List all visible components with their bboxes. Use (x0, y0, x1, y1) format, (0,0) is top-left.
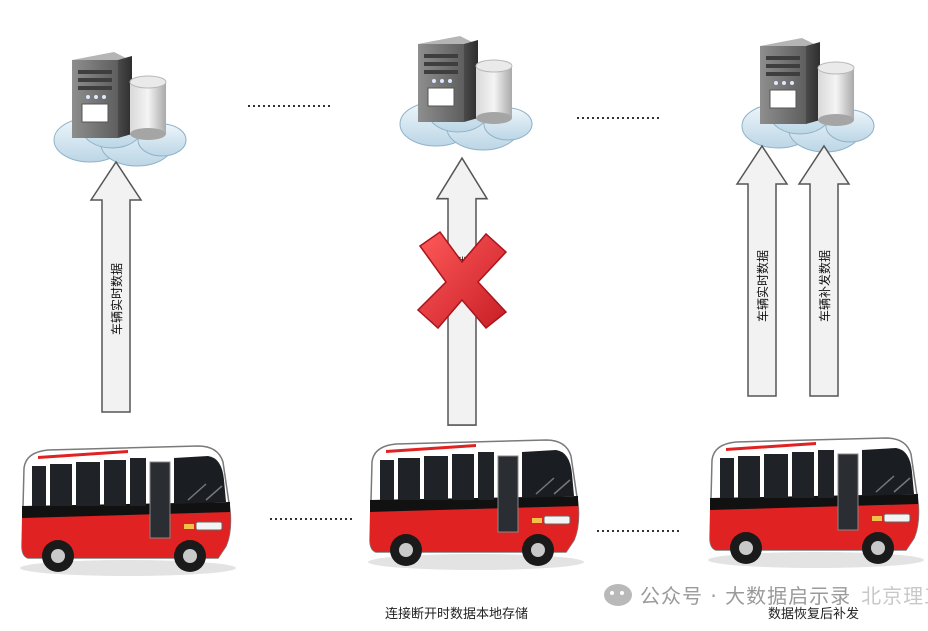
wechat-icon (604, 583, 632, 606)
cross-icon (416, 230, 508, 330)
server-cloud-left (53, 51, 187, 167)
bus-left (19, 445, 237, 577)
watermark-faint: 北京理工新 (861, 584, 928, 608)
arrow-label-realtime-right: 车辆实时数据 (755, 250, 770, 322)
caption-restore: 数据恢复后补发 (768, 607, 860, 622)
caption-disconnect: 连接断开时数据本地存储 (385, 607, 529, 622)
server-cloud-middle (399, 35, 533, 151)
arrow-label-backfill: 车辆补发数据 (817, 250, 832, 322)
watermark-text: 公众号 · 大数据启示录 (640, 584, 852, 608)
bus-middle (367, 439, 585, 571)
server-cloud-right (741, 37, 875, 153)
bus-right (707, 437, 925, 569)
arrow-label-realtime: 车辆实时数据 (109, 263, 124, 335)
watermark: 公众号 · 大数据启示录 北京理工新 (604, 580, 928, 609)
